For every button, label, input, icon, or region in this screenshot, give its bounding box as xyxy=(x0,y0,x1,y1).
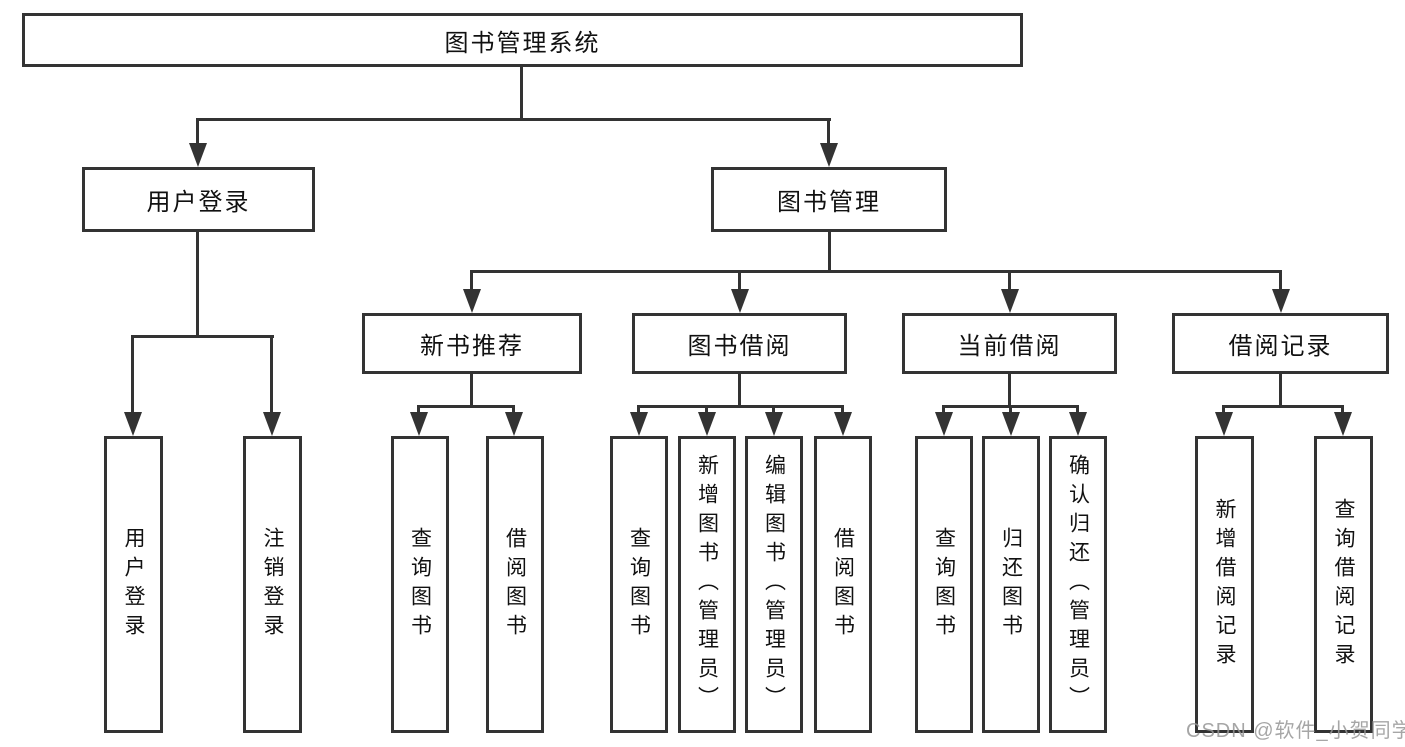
leaf-logout: 注销登录 xyxy=(243,436,302,733)
leaf-records-add-record-label: 新增借阅记录 xyxy=(1213,497,1236,672)
connector-user-login-stub xyxy=(196,232,199,335)
connector-new-book-recommend-stub xyxy=(470,374,473,405)
csdn-watermark: CSDN @软件_小贺同学 xyxy=(1186,720,1405,742)
arrowhead-recommend-query xyxy=(410,412,428,436)
leaf-records-query-record: 查询借阅记录 xyxy=(1314,436,1373,733)
node-new-book-recommend-label: 新书推荐 xyxy=(420,333,524,360)
node-book-management-label: 图书管理 xyxy=(777,189,881,216)
connector-new-book-recommend-branch xyxy=(418,405,515,408)
arrowhead-recommend-borrow xyxy=(505,412,523,436)
connector-drop-new-book-recommend xyxy=(470,270,473,289)
leaf-recommend-borrow-books: 借阅图书 xyxy=(486,436,544,733)
connector-drop-records-query xyxy=(1341,405,1344,413)
connector-book-borrowing-branch xyxy=(637,405,844,408)
connector-drop-book-borrowing xyxy=(738,270,741,289)
node-borrowing-records: 借阅记录 xyxy=(1172,313,1389,374)
arrowhead-borrowing-query xyxy=(630,412,648,436)
leaf-recommend-query-books: 查询图书 xyxy=(391,436,449,733)
arrowhead-borrowing-records xyxy=(1272,289,1290,313)
arrowhead-book-borrowing xyxy=(731,289,749,313)
leaf-borrowing-query-books-label: 查询图书 xyxy=(627,526,651,643)
connector-user-login-branch xyxy=(132,335,274,338)
node-book-borrowing-label: 图书借阅 xyxy=(687,333,792,360)
connector-drop-user-login xyxy=(196,118,199,143)
connector-drop-leaf-user-login xyxy=(131,335,134,412)
connector-drop-recommend-query xyxy=(417,405,420,413)
arrowhead-records-add xyxy=(1215,412,1233,436)
connector-level3-branch xyxy=(470,270,1282,273)
node-book-management: 图书管理 xyxy=(711,167,947,232)
arrowhead-current-confirm xyxy=(1069,412,1087,436)
arrowhead-records-query xyxy=(1334,412,1352,436)
arrowhead-user-login xyxy=(189,143,207,167)
connector-drop-borrowing-add xyxy=(705,405,708,413)
leaf-current-return-books-label: 归还图书 xyxy=(999,526,1023,643)
connector-drop-current-query xyxy=(942,405,945,413)
connector-drop-borrowing-records xyxy=(1279,270,1282,289)
leaf-current-return-books: 归还图书 xyxy=(982,436,1040,733)
arrowhead-new-book-recommend xyxy=(463,289,481,313)
connector-borrowing-records-stub xyxy=(1279,374,1282,405)
leaf-recommend-query-books-label: 查询图书 xyxy=(408,526,432,643)
connector-drop-leaf-logout xyxy=(270,335,273,412)
leaf-borrowing-add-books: 新增图书（管理员） xyxy=(678,436,736,733)
arrowhead-leaf-user-login xyxy=(124,412,142,436)
connector-root-stub xyxy=(520,67,523,118)
node-root-label: 图书管理系统 xyxy=(444,29,601,57)
leaf-borrowing-borrow-books: 借阅图书 xyxy=(814,436,872,733)
connector-drop-book-management xyxy=(827,118,830,143)
arrowhead-leaf-logout xyxy=(263,412,281,436)
arrowhead-book-management xyxy=(820,143,838,167)
leaf-borrowing-edit-books: 编辑图书（管理员） xyxy=(745,436,803,733)
node-borrowing-records-label: 借阅记录 xyxy=(1228,333,1333,360)
leaf-current-confirm-return-label: 确认归还（管理员） xyxy=(1066,454,1090,715)
node-user-login-label: 用户登录 xyxy=(146,189,251,216)
leaf-logout-label: 注销登录 xyxy=(261,526,284,643)
node-root: 图书管理系统 xyxy=(22,13,1023,67)
connector-borrowing-records-branch xyxy=(1222,405,1344,408)
arrowhead-borrowing-edit xyxy=(765,412,783,436)
node-user-login: 用户登录 xyxy=(82,167,315,232)
connector-drop-recommend-borrow xyxy=(512,405,515,413)
leaf-current-confirm-return: 确认归还（管理员） xyxy=(1049,436,1107,733)
leaf-user-login-label: 用户登录 xyxy=(122,526,145,643)
connector-drop-current-return xyxy=(1009,405,1012,413)
leaf-records-add-record: 新增借阅记录 xyxy=(1195,436,1254,733)
arrowhead-borrowing-borrow xyxy=(834,412,852,436)
leaf-records-query-record-label: 查询借阅记录 xyxy=(1332,497,1355,672)
leaf-current-query-books: 查询图书 xyxy=(915,436,973,733)
connector-drop-borrowing-borrow xyxy=(841,405,844,413)
arrowhead-current-query xyxy=(935,412,953,436)
connector-drop-records-add xyxy=(1222,405,1225,413)
arrowhead-current-borrowing xyxy=(1001,289,1019,313)
leaf-user-login: 用户登录 xyxy=(104,436,163,733)
arrowhead-borrowing-add xyxy=(698,412,716,436)
leaf-borrowing-query-books: 查询图书 xyxy=(610,436,668,733)
leaf-borrowing-edit-books-label: 编辑图书（管理员） xyxy=(762,454,786,715)
leaf-recommend-borrow-books-label: 借阅图书 xyxy=(503,526,527,643)
connector-current-borrowing-stub xyxy=(1008,374,1011,405)
node-current-borrowing: 当前借阅 xyxy=(902,313,1117,374)
connector-drop-borrowing-query xyxy=(637,405,640,413)
leaf-borrowing-add-books-label: 新增图书（管理员） xyxy=(695,454,719,715)
arrowhead-current-return xyxy=(1002,412,1020,436)
leaf-borrowing-borrow-books-label: 借阅图书 xyxy=(831,526,855,643)
connector-book-management-stub xyxy=(828,232,831,270)
node-book-borrowing: 图书借阅 xyxy=(632,313,847,374)
node-current-borrowing-label: 当前借阅 xyxy=(957,333,1062,360)
node-new-book-recommend: 新书推荐 xyxy=(362,313,582,374)
connector-drop-borrowing-edit xyxy=(772,405,775,413)
leaf-current-query-books-label: 查询图书 xyxy=(932,526,956,643)
connector-level2-branch xyxy=(197,118,831,121)
connector-drop-current-confirm xyxy=(1076,405,1079,413)
connector-drop-current-borrowing xyxy=(1008,270,1011,289)
connector-book-borrowing-stub xyxy=(738,374,741,405)
